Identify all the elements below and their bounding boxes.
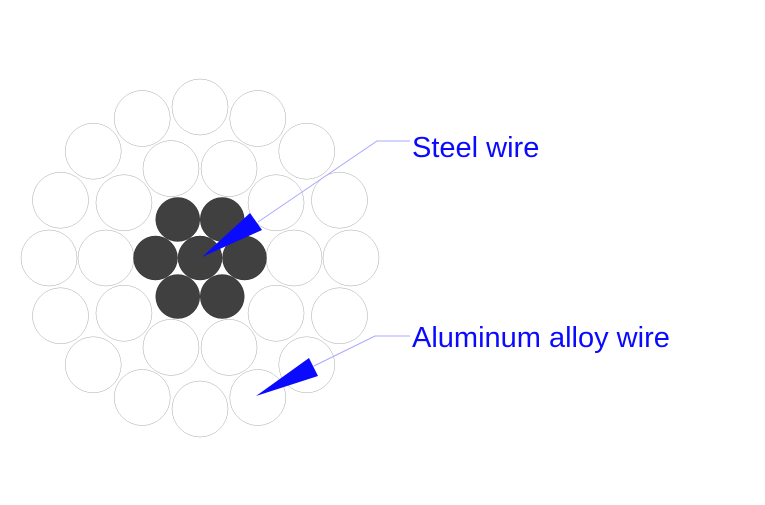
aluminum-wire-outer [278, 122, 336, 180]
aluminum-wire-inner [247, 285, 305, 342]
aluminum-wire-inner [265, 229, 323, 287]
aluminum-wire-inner [142, 319, 200, 376]
aluminum-wire-inner [142, 140, 200, 197]
aluminum-pointer-arrow [256, 358, 318, 396]
aluminum-wire-outer [64, 122, 122, 180]
aluminum-wire-inner [77, 229, 135, 287]
aluminum-wire-outer [171, 78, 229, 136]
steel-wire-label: Steel wire [412, 132, 539, 164]
steel-leader-line [257, 140, 410, 223]
steel-wire-core [177, 235, 223, 281]
aluminum-wire-outer [20, 229, 78, 287]
steel-wire [200, 274, 245, 319]
steel-wire-callout: Steel wire [202, 132, 539, 257]
aluminum-wire-callout: Aluminum alloy wire [256, 322, 670, 396]
aluminum-wire-inner [95, 285, 153, 342]
aluminum-wire-outer [229, 369, 287, 426]
aluminum-wire-outer [113, 369, 171, 426]
wire-strands [20, 78, 380, 438]
aluminum-wire-inner [95, 174, 153, 231]
aluminum-wire-outer [32, 287, 89, 345]
steel-pointer-arrow [202, 213, 262, 257]
aluminum-leader-line [313, 335, 410, 367]
aluminum-wire-outer [311, 171, 368, 229]
aluminum-wire-inner [247, 174, 305, 231]
aluminum-wire-outer [171, 380, 229, 438]
steel-wire [155, 274, 200, 319]
aluminum-wire-outer [229, 90, 287, 147]
steel-wire [133, 235, 178, 281]
aluminum-wire-outer [322, 229, 380, 287]
steel-wire [155, 197, 200, 242]
aluminum-wire-outer [311, 287, 368, 345]
aluminum-wire-outer [32, 171, 89, 229]
aluminum-wire-label: Aluminum alloy wire [412, 322, 670, 354]
aluminum-wire-inner [200, 319, 258, 376]
aluminum-wire-outer [113, 90, 171, 147]
aluminum-wire-outer [64, 336, 122, 394]
aluminum-wire-inner [200, 140, 258, 197]
